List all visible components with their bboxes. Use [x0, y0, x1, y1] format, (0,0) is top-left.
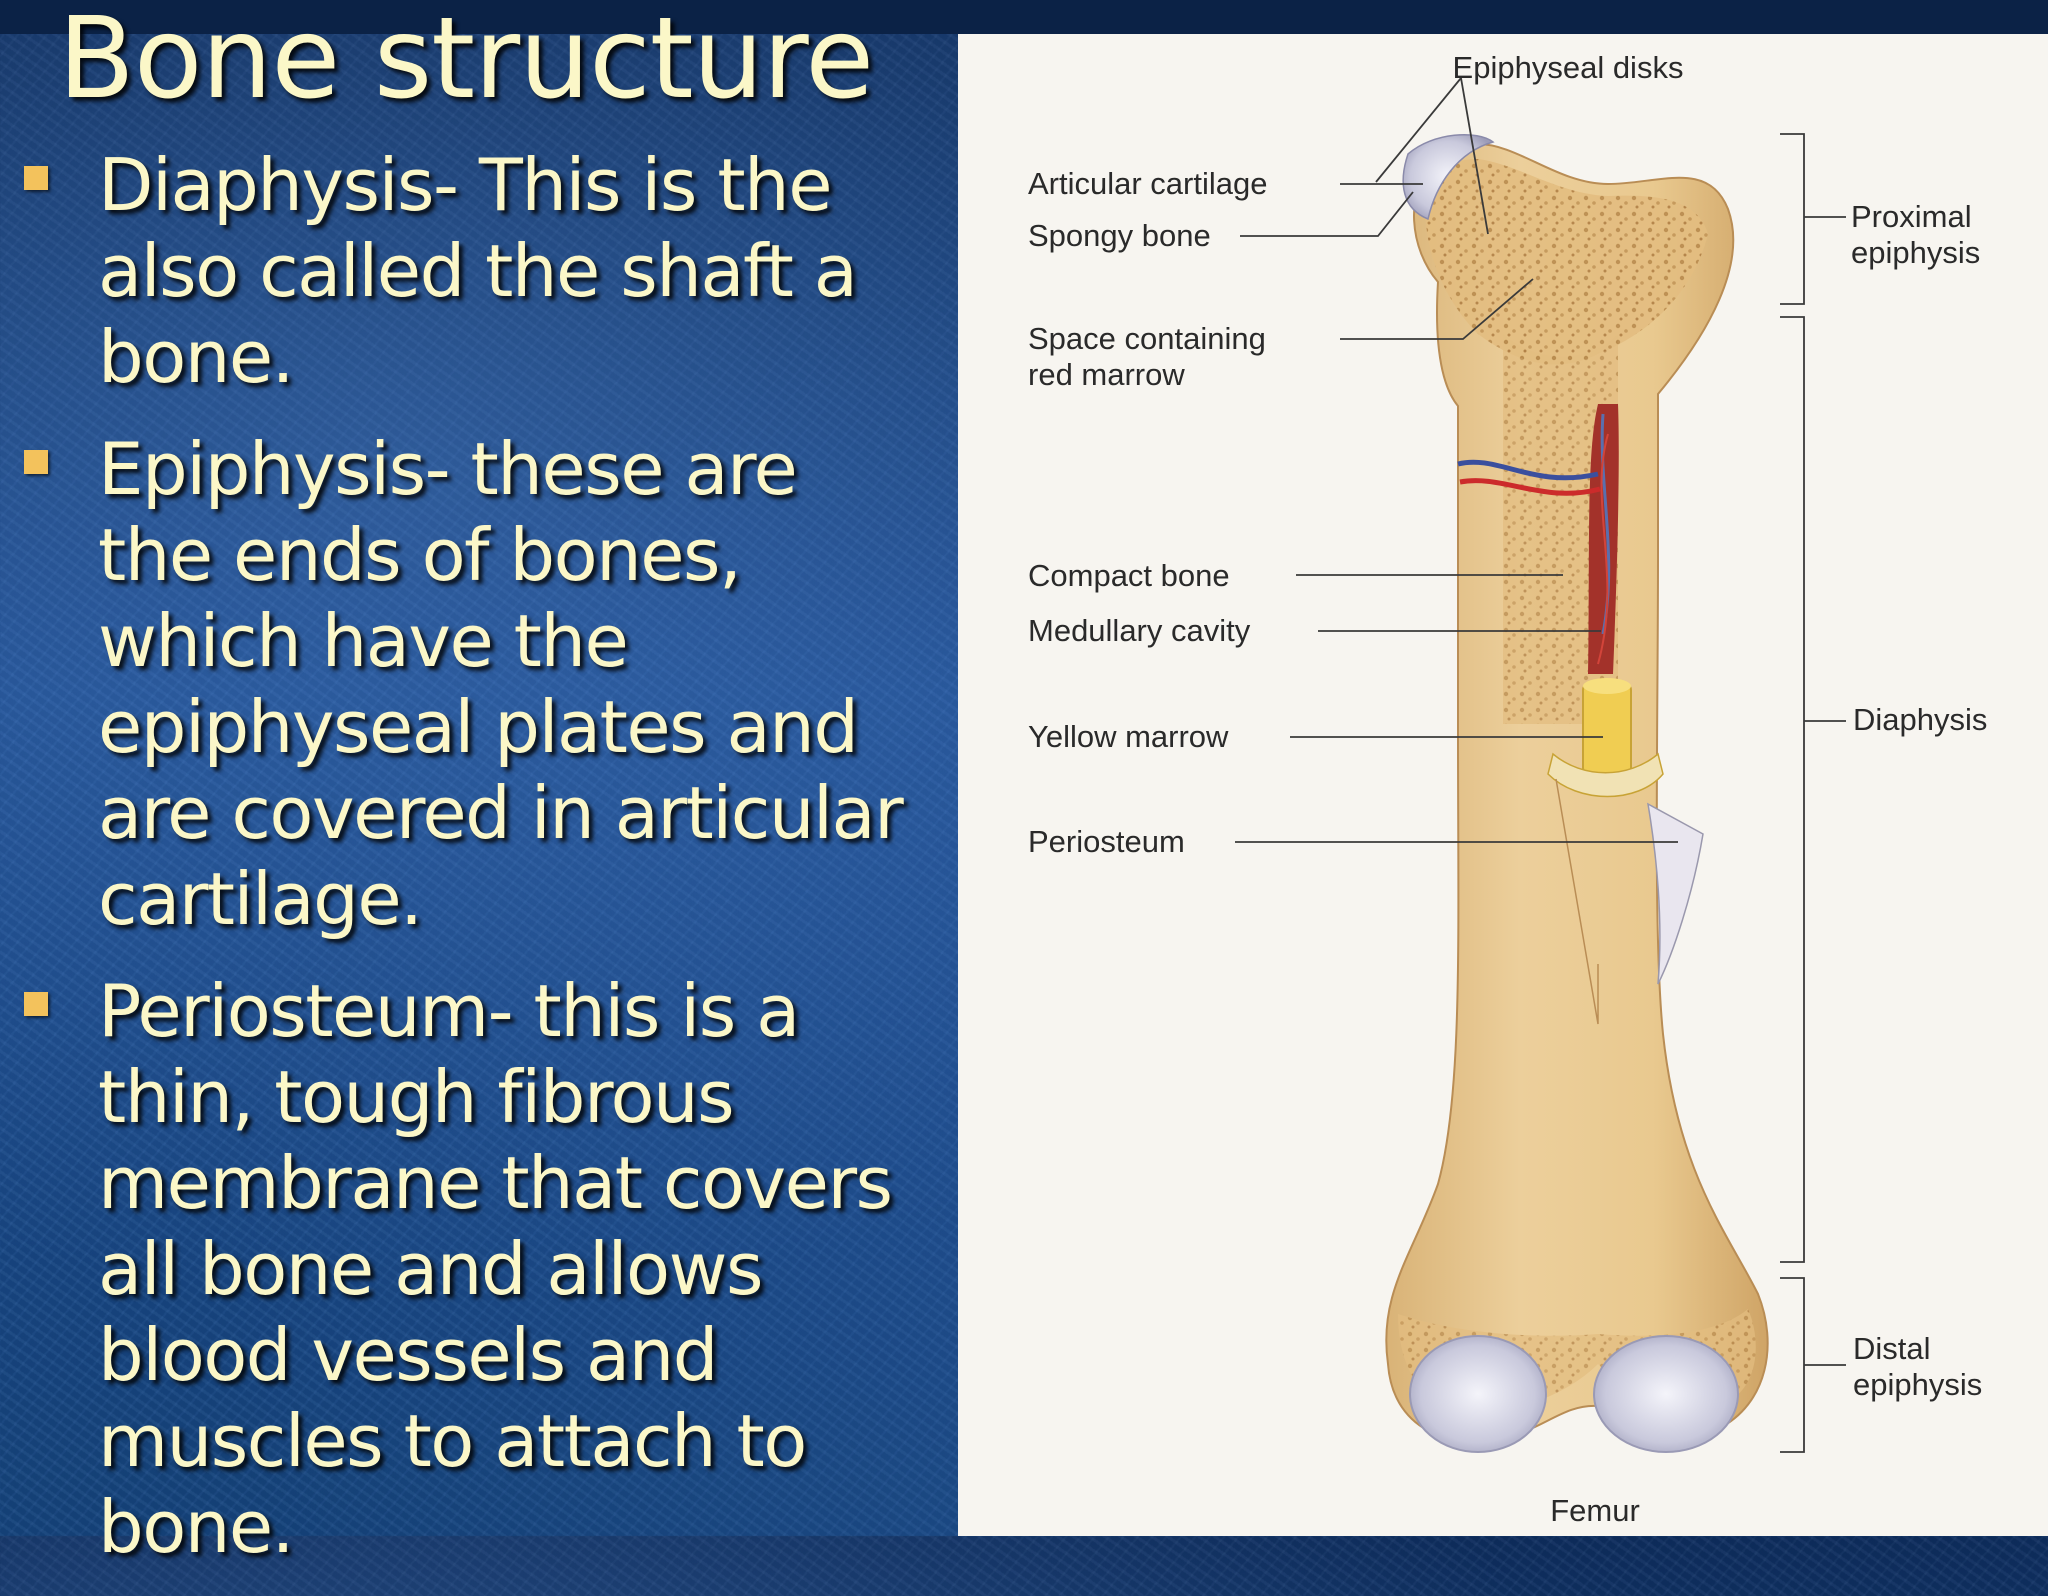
bullet-line: the ends of bones,	[98, 513, 742, 597]
bullet-line: also called the shaft a	[98, 229, 858, 313]
bullet-line: bone.	[98, 1485, 295, 1569]
medial-condyle-cartilage	[1409, 1335, 1547, 1453]
femur-bone	[1385, 142, 1769, 1443]
yellow-marrow-top	[1583, 678, 1631, 694]
bullet-text: Diaphysis- This is the also called the s…	[98, 142, 924, 400]
blood-vessel-artery	[1597, 433, 1609, 665]
label-distal-2: epiphysis	[1853, 1367, 1982, 1402]
square-bullet-icon	[24, 992, 48, 1016]
label-distal-1: Distal	[1853, 1331, 1931, 1366]
nutrient-vein	[1457, 459, 1599, 481]
bullet-text: Epiphysis- these are the ends of bones, …	[98, 426, 924, 942]
bullet-line: all bone and allows	[98, 1227, 764, 1311]
leader-epiphyseal-disk-left	[1375, 77, 1462, 183]
bullet-line: epiphyseal plates and	[98, 685, 859, 769]
femur-diagram-panel: Epiphyseal disks Articular cartilage Spo…	[958, 34, 2048, 1536]
femur-diagram: Epiphyseal disks Articular cartilage Spo…	[1028, 50, 1987, 1528]
square-bullet-icon	[24, 450, 48, 474]
label-diaphysis: Diaphysis	[1853, 702, 1987, 737]
bullet-line: bone.	[98, 315, 295, 399]
bullet-text: Periosteum- this is a thin, tough fibrou…	[98, 968, 924, 1570]
bracket-proximal-epiphysis	[1780, 133, 1846, 305]
bullet-line: cartilage.	[98, 857, 423, 941]
compact-bone-cut-surface	[1547, 752, 1664, 798]
bullet-line: blood vessels and	[98, 1313, 718, 1397]
nutrient-artery	[1459, 478, 1601, 496]
slide-title: Bone structure	[58, 0, 874, 124]
label-compact-bone: Compact bone	[1028, 558, 1230, 593]
bullet-line: membrane that covers	[98, 1141, 893, 1225]
periosteum-flap	[1647, 802, 1704, 985]
label-articular-cartilage: Articular cartilage	[1028, 166, 1267, 201]
label-space-red-marrow-2: red marrow	[1028, 357, 1185, 392]
diagram-caption-femur: Femur	[1550, 1493, 1640, 1528]
leader-epiphyseal-disk-right	[1460, 77, 1489, 235]
lateral-condyle-cartilage	[1593, 1335, 1739, 1453]
bullet-periosteum: Periosteum- this is a thin, tough fibrou…	[24, 968, 924, 1570]
bullet-line: muscles to attach to	[98, 1399, 807, 1483]
leader-lines	[1235, 77, 1846, 1453]
yellow-marrow	[1582, 683, 1632, 775]
bullet-line: which have the	[98, 599, 629, 683]
label-space-red-marrow-1: Space containing	[1028, 321, 1266, 356]
bullet-line: thin, tough fibrous	[98, 1055, 735, 1139]
label-periosteum: Periosteum	[1028, 824, 1185, 859]
label-epiphyseal-disks: Epiphyseal disks	[1453, 50, 1684, 85]
square-bullet-icon	[24, 166, 48, 190]
bullet-epiphysis: Epiphysis- these are the ends of bones, …	[24, 426, 924, 942]
articular-cartilage-head	[1402, 133, 1495, 221]
label-proximal-1: Proximal	[1851, 199, 1972, 234]
bullet-line: Epiphysis- these are	[98, 427, 798, 511]
label-yellow-marrow: Yellow marrow	[1028, 719, 1229, 754]
label-proximal-2: epiphysis	[1851, 235, 1980, 270]
bullet-diaphysis: Diaphysis- This is the also called the s…	[24, 142, 924, 400]
bracket-diaphysis	[1780, 316, 1846, 1263]
label-spongy-bone: Spongy bone	[1028, 218, 1211, 253]
bullet-line: Periosteum- this is a	[98, 969, 800, 1053]
periosteum-cut-line	[1555, 778, 1599, 1025]
medullary-cavity	[1588, 404, 1619, 674]
bullet-line: are covered in articular	[98, 771, 904, 855]
spongy-bone-region	[1425, 159, 1708, 365]
top-band	[0, 0, 2048, 34]
bullet-list: Diaphysis- This is the also called the s…	[24, 142, 924, 1596]
leader-red-marrow	[1340, 278, 1534, 340]
bracket-distal-epiphysis	[1780, 1277, 1846, 1453]
bullet-line: Diaphysis- This is the	[98, 143, 832, 227]
leader-spongy-bone	[1240, 191, 1414, 237]
label-medullary-cavity: Medullary cavity	[1028, 613, 1251, 648]
